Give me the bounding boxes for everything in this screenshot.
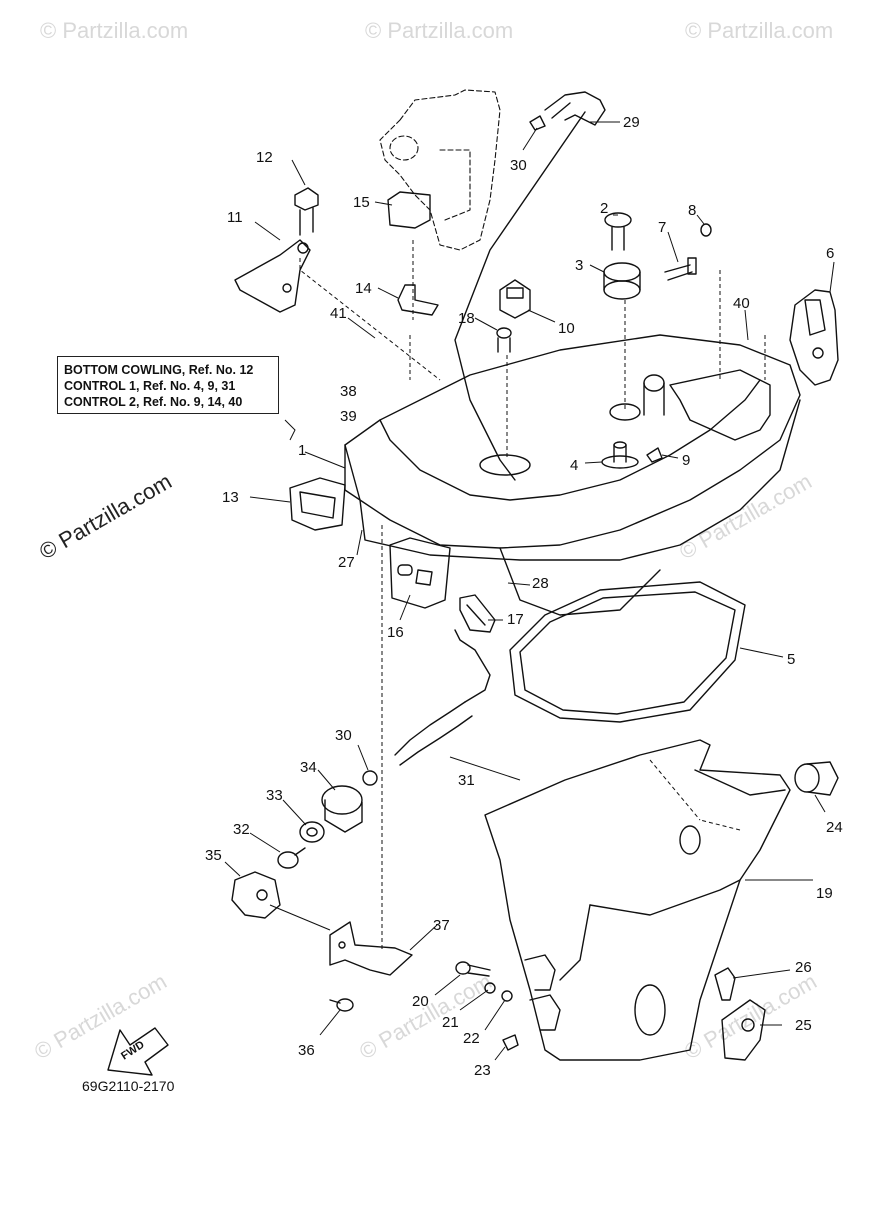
legend-line: CONTROL 2, Ref. No. 9, 14, 40 bbox=[64, 395, 243, 409]
callout-labels: 1 2 3 4 5 6 7 8 9 10 11 12 13 14 15 16 1… bbox=[205, 114, 843, 1079]
grommet-part bbox=[794, 761, 839, 796]
bracket-part bbox=[524, 954, 561, 1031]
bracket-part bbox=[234, 239, 311, 313]
screw-part bbox=[664, 223, 712, 281]
callout-label: 5 bbox=[787, 651, 795, 668]
callout-label: 33 bbox=[266, 787, 283, 804]
grommet-part bbox=[603, 212, 641, 300]
callout-label: 16 bbox=[387, 624, 404, 641]
callout-label: 29 bbox=[623, 114, 640, 131]
plate-part bbox=[397, 284, 439, 316]
switch-panel bbox=[389, 537, 451, 609]
watermark-text: © Partzilla.com bbox=[35, 469, 176, 565]
watermark-text: © Partzilla.com bbox=[40, 18, 188, 43]
screw-part bbox=[277, 847, 306, 869]
callout-label: 18 bbox=[458, 310, 475, 327]
callout-label: 1 bbox=[298, 442, 306, 459]
grommet-part bbox=[459, 594, 496, 633]
callout-label: 3 bbox=[575, 257, 583, 274]
callout-label: 4 bbox=[570, 457, 578, 474]
callout-label: 8 bbox=[688, 202, 696, 219]
callout-label: 6 bbox=[826, 245, 834, 262]
callout-label: 9 bbox=[682, 452, 690, 469]
callout-label: 35 bbox=[205, 847, 222, 864]
callout-label: 24 bbox=[826, 819, 843, 836]
watermark-text: © Partzilla.com bbox=[685, 18, 833, 43]
watermark-text: © Partzilla.com bbox=[355, 969, 496, 1065]
callout-label: 22 bbox=[463, 1030, 480, 1047]
reference-legend: BOTTOM COWLING, Ref. No. 12 CONTROL 1, R… bbox=[57, 356, 279, 414]
callout-label: 32 bbox=[233, 821, 250, 838]
washer-part bbox=[299, 821, 325, 843]
callout-label: 31 bbox=[458, 772, 475, 789]
fwd-label: FWD bbox=[119, 1039, 147, 1063]
callout-label: 12 bbox=[256, 149, 273, 166]
bolt-part bbox=[294, 187, 319, 236]
fuel-hose bbox=[454, 91, 606, 481]
callout-label: 28 bbox=[532, 575, 549, 592]
grommet-part bbox=[231, 871, 281, 919]
stud-part bbox=[601, 441, 663, 469]
legend-line: CONTROL 1, Ref. No. 4, 9, 31 bbox=[64, 379, 236, 393]
leader-lines bbox=[224, 121, 835, 1061]
diagram-code: 69G2110-2170 bbox=[82, 1078, 175, 1094]
callout-label: 2 bbox=[600, 200, 608, 217]
rubber-seal bbox=[509, 581, 746, 723]
callout-label: 10 bbox=[558, 320, 575, 337]
watermark-text: © Partzilla.com bbox=[675, 469, 816, 565]
clip-part bbox=[714, 967, 736, 1001]
legend-line: BOTTOM COWLING, Ref. No. 12 bbox=[64, 363, 254, 377]
callout-label: 41 bbox=[330, 305, 347, 322]
callout-label: 30 bbox=[335, 727, 352, 744]
callout-label: 17 bbox=[507, 611, 524, 628]
clip-part bbox=[362, 115, 546, 786]
callout-label: 11 bbox=[227, 209, 243, 226]
callout-label: 15 bbox=[353, 194, 370, 211]
bolt-part bbox=[329, 998, 354, 1012]
fwd-arrow bbox=[107, 1027, 169, 1076]
bracket-part bbox=[721, 999, 766, 1061]
callout-label: 27 bbox=[338, 554, 355, 571]
callout-label: 13 bbox=[222, 489, 239, 506]
callout-label: 23 bbox=[474, 1062, 491, 1079]
bracket-part bbox=[329, 921, 413, 976]
bolt-part bbox=[455, 961, 519, 1051]
holder-part bbox=[387, 191, 431, 229]
callout-label: 25 bbox=[795, 1017, 812, 1034]
cover-part bbox=[289, 477, 346, 531]
callout-label: 21 bbox=[442, 1014, 459, 1031]
callout-label: 34 bbox=[300, 759, 317, 776]
callout-label: 7 bbox=[658, 219, 666, 236]
watermark-text: © Partzilla.com bbox=[30, 969, 171, 1065]
engine-block bbox=[379, 89, 501, 251]
bolt-part bbox=[496, 327, 512, 353]
callout-label: 20 bbox=[412, 993, 429, 1010]
callout-label: 14 bbox=[355, 280, 372, 297]
latch-part bbox=[789, 289, 839, 386]
knob-part bbox=[321, 785, 363, 833]
callout-label: 37 bbox=[433, 917, 450, 934]
callout-label: 19 bbox=[816, 885, 833, 902]
bottom-cowling bbox=[344, 334, 801, 616]
callout-label: 30 bbox=[510, 157, 527, 174]
callout-label: 38 bbox=[340, 383, 357, 400]
watermark-text: © Partzilla.com bbox=[365, 18, 513, 43]
callout-label: 26 bbox=[795, 959, 812, 976]
callout-label: 40 bbox=[733, 295, 750, 312]
callout-label: 36 bbox=[298, 1042, 315, 1059]
reference-lines bbox=[299, 240, 766, 950]
callout-label: 39 bbox=[340, 408, 357, 425]
control-cable bbox=[394, 629, 491, 766]
grommet-part bbox=[499, 279, 531, 319]
